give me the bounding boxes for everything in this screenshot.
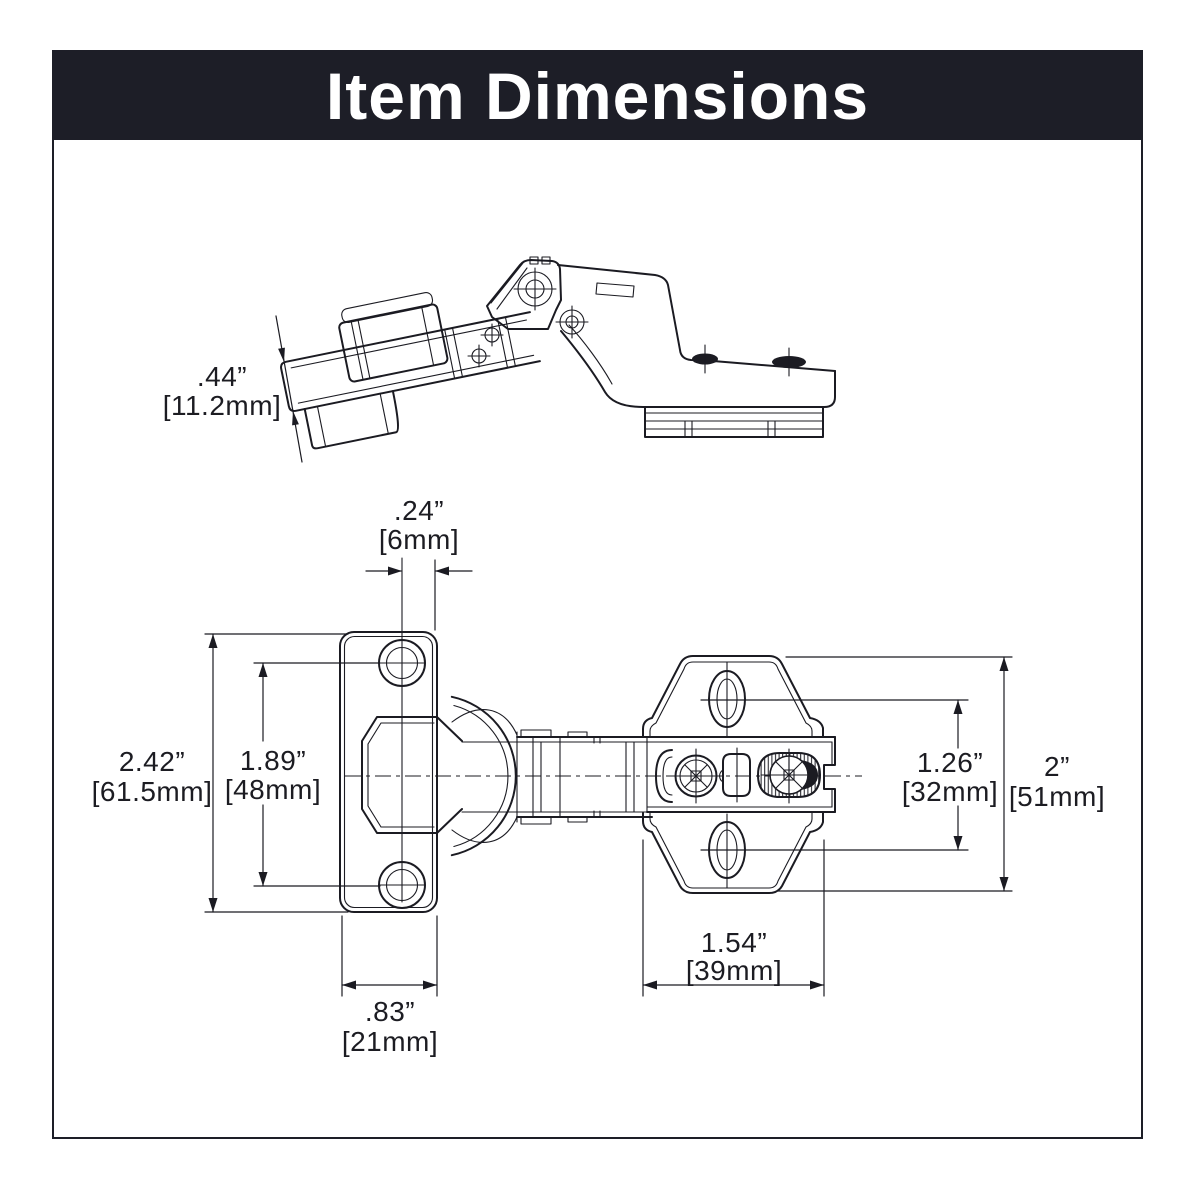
- pozidriv-screw: [668, 748, 724, 804]
- hinge-front-view: .24” [6mm] 2.42” [61.5mm] 1.89” [48mm]: [92, 495, 1105, 1057]
- cam-screw: [756, 748, 822, 804]
- dim-hole-spacing: 1.89” [48mm]: [225, 662, 381, 887]
- hinge-side-view: .44” [11.2mm]: [163, 256, 836, 463]
- dim-flange-width-mm: [21mm]: [342, 1026, 438, 1057]
- dim-plate-width: 1.54” [39mm]: [642, 839, 825, 997]
- dim-cup-offset-in: .24”: [394, 495, 444, 526]
- dim-slot-spacing-in: 1.26”: [917, 747, 983, 778]
- dim-side-thickness-mm: [11.2mm]: [163, 390, 282, 421]
- header-bar: Item Dimensions: [54, 52, 1141, 140]
- dim-flange-width: .83” [21mm]: [341, 915, 438, 1057]
- dim-hole-spacing-mm: [48mm]: [225, 774, 321, 805]
- dim-flange-height: 2.42” [61.5mm]: [92, 633, 349, 913]
- dim-hole-spacing-in: 1.89”: [240, 745, 306, 776]
- dim-plate-height-in: 2”: [1044, 751, 1070, 782]
- dim-plate-width-in: 1.54”: [701, 927, 767, 958]
- dim-side-thickness: .44” [11.2mm]: [163, 315, 303, 463]
- dim-plate-height: 2” [51mm]: [777, 656, 1105, 892]
- dim-flange-width-in: .83”: [365, 996, 415, 1027]
- dim-plate-height-mm: [51mm]: [1009, 781, 1105, 812]
- dim-plate-width-mm: [39mm]: [686, 955, 782, 986]
- diagram-frame: Item Dimensions: [52, 50, 1143, 1139]
- dim-flange-height-in: 2.42”: [119, 746, 185, 777]
- dim-slot-spacing: 1.26” [32mm]: [700, 699, 998, 851]
- dim-cup-offset-mm: [6mm]: [379, 524, 459, 555]
- page-title: Item Dimensions: [325, 59, 870, 133]
- dim-cup-offset: .24” [6mm]: [365, 495, 473, 631]
- dim-side-thickness-in: .44”: [197, 361, 247, 392]
- dim-flange-height-mm: [61.5mm]: [92, 776, 213, 807]
- dim-slot-spacing-mm: [32mm]: [902, 776, 998, 807]
